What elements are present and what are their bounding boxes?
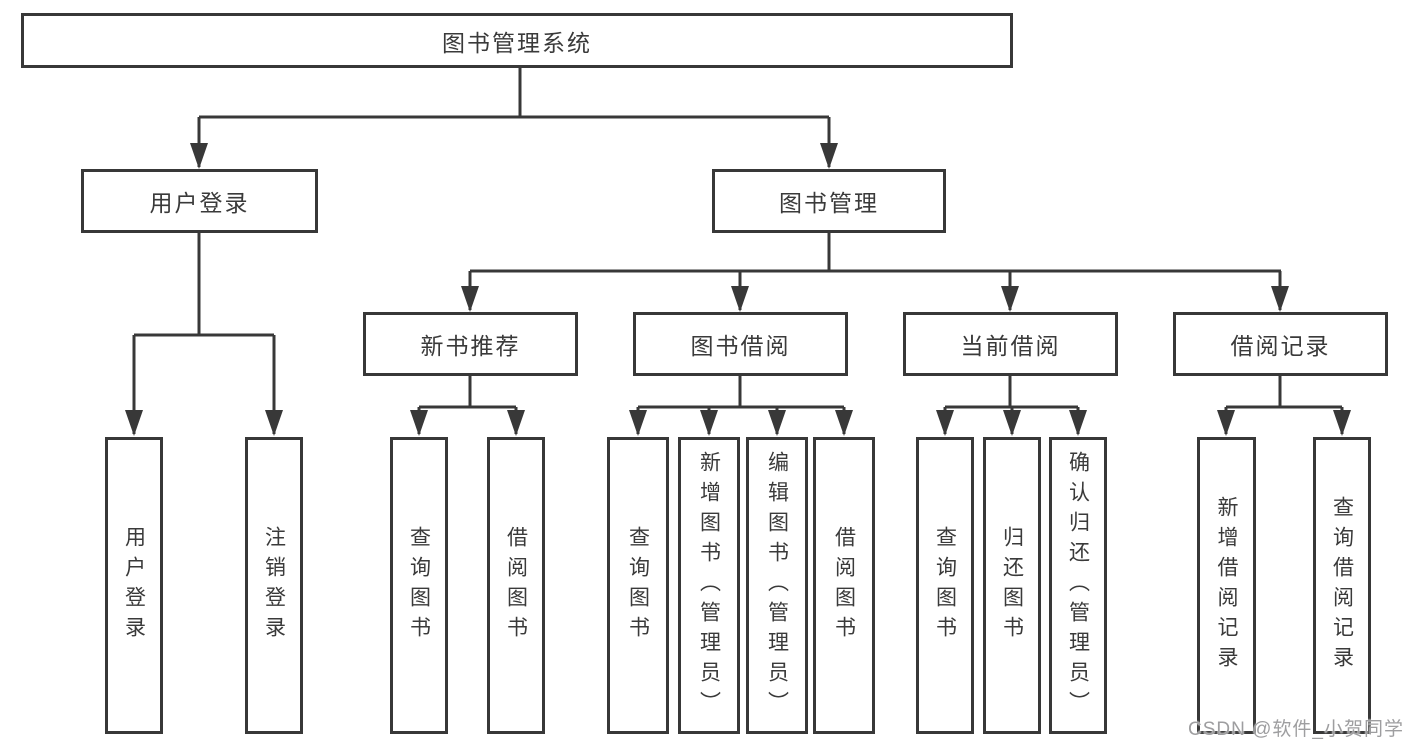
node-user-login: 用户登录 bbox=[81, 169, 318, 233]
leaf-return-book-label: 归还图书 bbox=[1000, 525, 1024, 646]
node-library-system: 图书管理系统 bbox=[21, 13, 1013, 68]
leaf-logout-label: 注销登录 bbox=[262, 525, 286, 646]
node-book-management-label: 图书管理 bbox=[779, 190, 879, 216]
node-book-borrow-label: 图书借阅 bbox=[690, 333, 791, 359]
leaf-user-login: 用户登录 bbox=[105, 437, 163, 734]
leaf-logout: 注销登录 bbox=[245, 437, 303, 734]
leaf-add-book-admin-label: 新增图书（管理员） bbox=[697, 450, 721, 721]
leaf-borrow-books: 借阅图书 bbox=[813, 437, 875, 734]
leaf-recommend-query-books: 查询图书 bbox=[390, 437, 448, 734]
leaf-confirm-return-admin: 确认归还（管理员） bbox=[1049, 437, 1107, 734]
leaf-return-book: 归还图书 bbox=[983, 437, 1041, 734]
node-library-system-label: 图书管理系统 bbox=[442, 29, 592, 56]
leaf-recommend-query-books-label: 查询图书 bbox=[407, 525, 431, 646]
node-new-book-recommend-label: 新书推荐 bbox=[420, 333, 521, 359]
leaf-add-borrow-record-label: 新增借阅记录 bbox=[1215, 495, 1238, 676]
node-book-borrow: 图书借阅 bbox=[633, 312, 848, 376]
leaf-add-borrow-record: 新增借阅记录 bbox=[1197, 437, 1256, 734]
node-borrow-records: 借阅记录 bbox=[1173, 312, 1388, 376]
node-user-login-label: 用户登录 bbox=[149, 190, 250, 216]
leaf-query-borrow-record: 查询借阅记录 bbox=[1313, 437, 1371, 734]
leaf-recommend-borrow-books-label: 借阅图书 bbox=[504, 525, 528, 646]
leaf-current-query-books: 查询图书 bbox=[916, 437, 974, 734]
leaf-add-book-admin: 新增图书（管理员） bbox=[678, 437, 740, 734]
leaf-edit-book-admin: 编辑图书（管理员） bbox=[746, 437, 808, 734]
leaf-edit-book-admin-label: 编辑图书（管理员） bbox=[765, 450, 789, 721]
node-current-borrow: 当前借阅 bbox=[903, 312, 1118, 376]
leaf-query-borrow-record-label: 查询借阅记录 bbox=[1330, 495, 1354, 676]
node-book-management: 图书管理 bbox=[712, 169, 946, 233]
leaf-borrow-query-books: 查询图书 bbox=[607, 437, 669, 734]
node-borrow-records-label: 借阅记录 bbox=[1230, 333, 1331, 359]
leaf-confirm-return-admin-label: 确认归还（管理员） bbox=[1066, 450, 1090, 721]
leaf-borrow-query-books-label: 查询图书 bbox=[626, 525, 650, 646]
node-new-book-recommend: 新书推荐 bbox=[363, 312, 578, 376]
leaf-user-login-label: 用户登录 bbox=[122, 525, 146, 646]
leaf-recommend-borrow-books: 借阅图书 bbox=[487, 437, 545, 734]
watermark: CSDN @软件_小贺同学 bbox=[1188, 719, 1404, 740]
node-current-borrow-label: 当前借阅 bbox=[960, 333, 1061, 359]
leaf-borrow-books-label: 借阅图书 bbox=[832, 525, 856, 646]
leaf-current-query-books-label: 查询图书 bbox=[933, 525, 957, 646]
